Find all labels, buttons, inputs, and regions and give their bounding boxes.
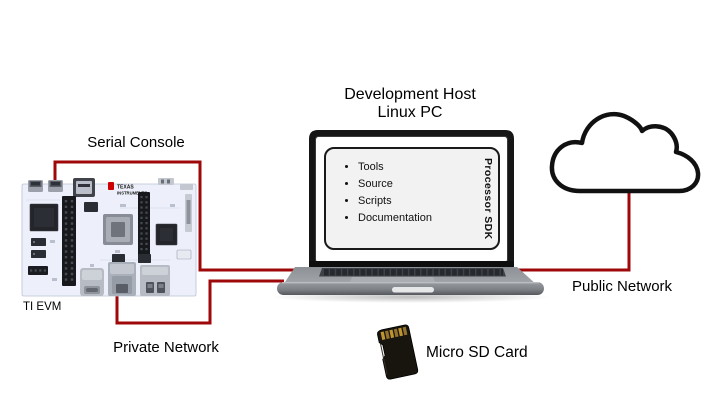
ti-logo-mark	[108, 182, 114, 190]
ti-evm-board-icon: TEXAS INSTRUMENTS	[21, 178, 197, 297]
serial-console-label: Serial Console	[87, 134, 185, 151]
serial-console-line	[53, 160, 294, 272]
private-network-line	[115, 279, 284, 325]
title-line2: Linux PC	[377, 104, 443, 121]
private-network-label: Private Network	[113, 339, 219, 356]
board-brand-line2: INSTRUMENTS	[117, 191, 147, 196]
micro-sd-card-icon	[377, 324, 419, 380]
sdk-item: Documentation	[358, 210, 498, 227]
ti-evm-label: TI EVM	[23, 301, 62, 313]
sdk-item-list: Tools Source Scripts Documentation	[326, 159, 498, 227]
sdk-item: Source	[358, 176, 498, 193]
title-line1: Development Host	[344, 86, 476, 103]
laptop-front-notch	[392, 287, 434, 293]
board-brand-line1: TEXAS	[117, 185, 134, 191]
cloud-icon	[549, 111, 701, 194]
processor-sdk-box: Tools Source Scripts Documentation Proce…	[324, 147, 500, 250]
public-network-line	[517, 193, 631, 272]
public-network-label: Public Network	[572, 278, 673, 295]
development-host-title: Development Host Linux PC	[300, 86, 520, 122]
sdk-item: Tools	[358, 159, 498, 176]
micro-sd-card-label: Micro SD Card	[426, 344, 528, 361]
processor-sdk-side-label: Processor SDK	[482, 157, 494, 240]
sdk-item: Scripts	[358, 193, 498, 210]
